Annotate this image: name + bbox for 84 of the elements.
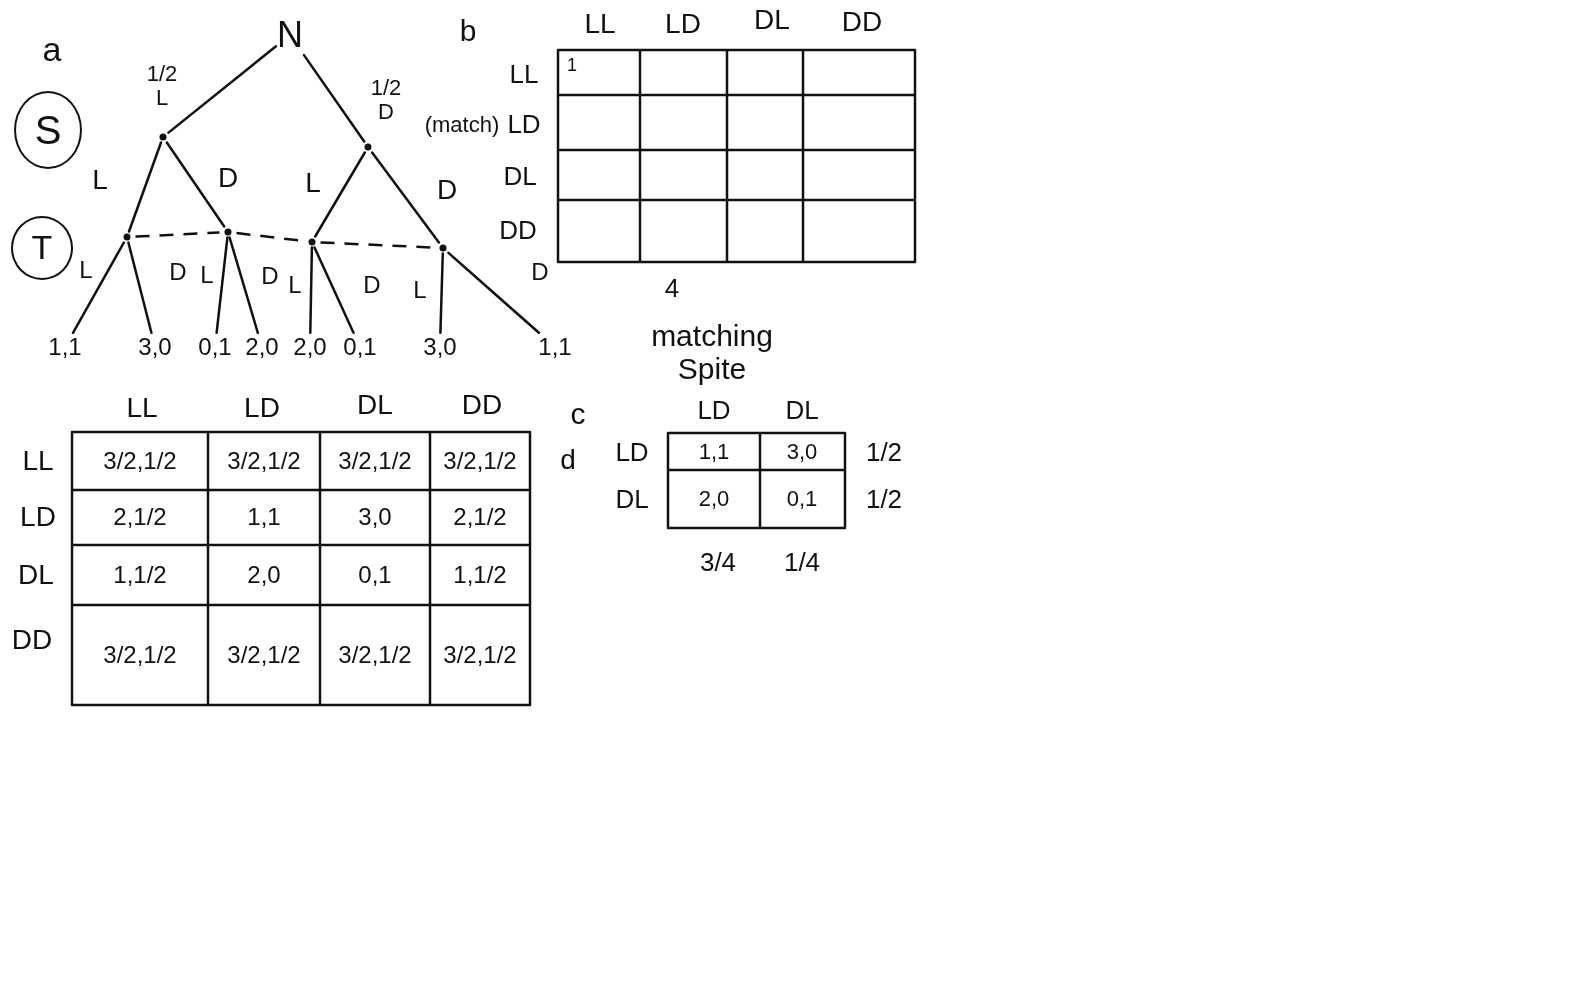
payoff-value: 0,1 (358, 561, 392, 589)
branch-line (71, 241, 126, 335)
branch-line (313, 246, 355, 335)
payoff-value: 2,0 (247, 561, 281, 589)
probability-label: 1/2 (865, 484, 903, 514)
probability-label: 1/4 (783, 547, 821, 577)
payoff-value: 3,0 (786, 439, 818, 465)
panel-letter: b (459, 13, 477, 47)
branch-line (127, 241, 153, 335)
column-header: LL (584, 8, 616, 40)
branch-line (370, 151, 441, 244)
branch-line (302, 53, 366, 143)
column-header: DL (754, 4, 790, 36)
column-header: DD (841, 6, 883, 38)
branch-line (228, 236, 260, 335)
row-header: LD (507, 109, 541, 139)
branch-line (127, 141, 163, 233)
payoff-value: 0,1 (786, 486, 818, 512)
node-label: N (277, 15, 303, 55)
column-header: LD (665, 8, 701, 40)
decision-node-dot (439, 244, 447, 252)
column-header: LD (244, 392, 280, 424)
payoff-value: 2,1/2 (113, 503, 167, 531)
payoff-value: 3/2,1/2 (338, 447, 412, 475)
column-header: DL (357, 389, 393, 421)
payoff-value: 3/2,1/2 (443, 447, 517, 475)
column-header: LL (126, 392, 158, 424)
player-circle: S (14, 91, 82, 169)
row-header: LD (20, 501, 56, 533)
cell-value: 1 (567, 56, 577, 76)
annotation-number: 4 (664, 273, 680, 303)
row-header: DL (18, 559, 54, 591)
payoff-value: 3/2,1/2 (103, 447, 177, 475)
probability-label: 3/4 (699, 547, 737, 577)
payoff-label: 0,1 (198, 333, 232, 361)
payoff-label: 1,1 (48, 333, 82, 361)
payoff-value: 3,0 (358, 503, 392, 531)
panel-letter: c (570, 396, 586, 430)
payoff-value: 1,1 (698, 439, 730, 465)
branch-line (309, 246, 314, 335)
decision-node-dot (224, 228, 232, 236)
row-header: LL (509, 59, 539, 89)
panel-letter: a (42, 31, 62, 69)
annotation-text: (match) (424, 112, 500, 138)
payoff-label: 1,1 (538, 333, 572, 361)
payoff-label: 2,0 (245, 333, 279, 361)
branch-line (313, 151, 367, 238)
payoff-value: 3/2,1/2 (338, 641, 412, 669)
column-header: DD (461, 389, 503, 421)
branch-line (215, 236, 229, 335)
payoff-value: 1,1 (247, 503, 281, 531)
column-header: LD (697, 395, 731, 425)
decision-node-dot (159, 133, 167, 141)
payoff-value: 3/2,1/2 (443, 641, 517, 669)
row-header: LD (615, 437, 649, 467)
branch-line (447, 251, 541, 335)
payoff-label: 0,1 (343, 333, 377, 361)
payoff-value: 3/2,1/2 (103, 641, 177, 669)
row-header: DL (503, 161, 537, 191)
payoff-value: 2,0 (698, 486, 730, 512)
row-header: LL (22, 445, 54, 477)
payoff-value: 3/2,1/2 (227, 641, 301, 669)
branch-line (167, 44, 278, 134)
column-header: DL (785, 395, 819, 425)
decision-node-dot (123, 233, 131, 241)
player-circle: T (11, 216, 73, 280)
payoff-value: 2,1/2 (453, 503, 507, 531)
decision-node-dot (308, 238, 316, 246)
payoff-label: 3,0 (138, 333, 172, 361)
branch-line (439, 252, 445, 335)
row-header: DD (499, 215, 537, 245)
payoff-label: 2,0 (293, 333, 327, 361)
decision-node-dot (364, 143, 372, 151)
row-header: DL (615, 484, 649, 514)
panel-letter: d (560, 444, 576, 476)
payoff-value: 1,1/2 (113, 561, 167, 589)
probability-label: 1/2 (865, 437, 903, 467)
annotation-text: matching Spite (651, 319, 773, 385)
dashed-line (135, 231, 220, 238)
row-header: DD (11, 624, 53, 656)
branch-line (165, 141, 226, 228)
payoff-label: 3,0 (423, 333, 457, 361)
payoff-value: 3/2,1/2 (227, 447, 301, 475)
payoff-value: 1,1/2 (453, 561, 507, 589)
